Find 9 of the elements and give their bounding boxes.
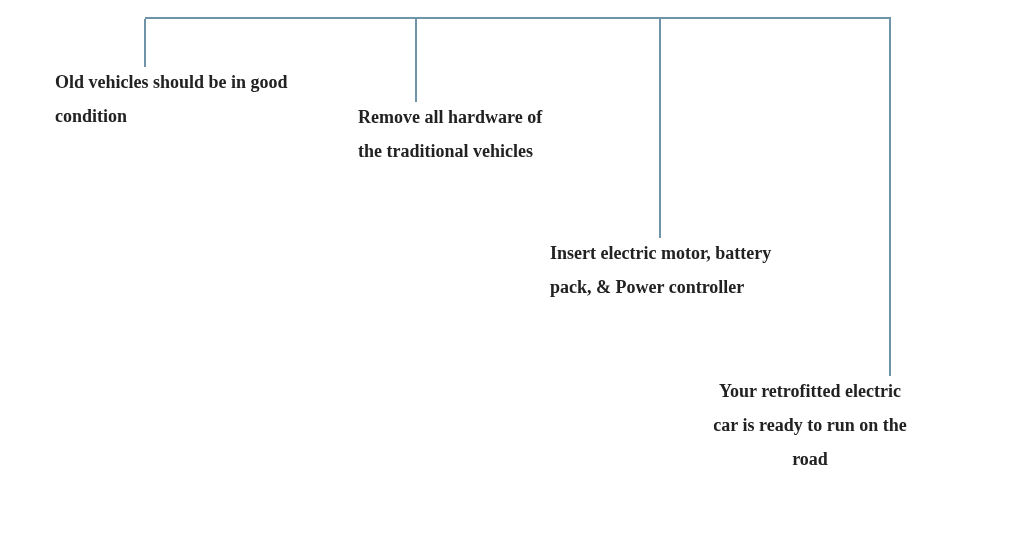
connector-line <box>415 18 417 103</box>
connector-line <box>659 18 661 239</box>
step-text: Insert electric motor, battery pack, & Power controller <box>550 236 812 304</box>
connector-line <box>144 18 146 68</box>
step-text: Old vehicles should be in good condition <box>55 65 317 133</box>
step-text: Your retrofitted electric car is ready to run on the road <box>705 374 915 476</box>
step-text: Remove all hardware of the traditional vehicles <box>358 100 554 168</box>
connector-line <box>889 18 891 377</box>
connector-bar <box>145 17 891 19</box>
